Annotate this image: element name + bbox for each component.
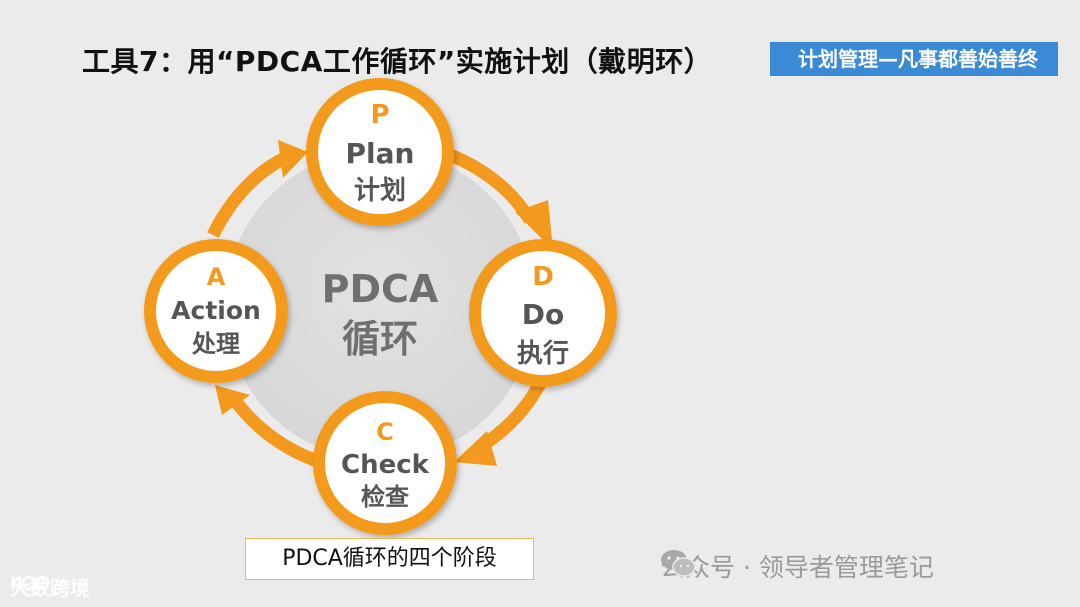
arrowhead-plan: [278, 140, 308, 178]
center-title: PDCA: [322, 267, 439, 311]
node-do-label: Do: [522, 298, 564, 331]
brand-watermark: 大数跨境: [10, 572, 90, 601]
diagram-caption: PDCA循环的四个阶段: [245, 538, 534, 580]
node-check-label: Check: [341, 450, 430, 480]
section-tag: 计划管理—凡事都善始善终: [770, 42, 1058, 76]
node-action-label: Action: [171, 296, 261, 325]
node-plan: P Plan 计划: [306, 78, 454, 226]
arrowhead-do: [515, 200, 553, 250]
node-action-letter: A: [207, 263, 226, 291]
node-plan-zh: 计划: [354, 176, 406, 206]
arrowhead-action: [215, 385, 250, 415]
node-plan-letter: P: [370, 100, 389, 130]
node-check-letter: C: [376, 418, 394, 446]
node-do-letter: D: [532, 262, 554, 292]
wechat-watermark-text: 公众号 · 领导者管理笔记: [660, 553, 934, 582]
wechat-icon: [661, 550, 696, 577]
arrow-check-to-action: [229, 396, 323, 469]
section-tag-label: 计划管理—凡事都善始善终: [798, 47, 1038, 71]
page-title: 工具7：用“PDCA工作循环”实施计划（戴明环）: [82, 45, 713, 78]
brand-logo-icon: [11, 575, 50, 591]
node-check: C Check 检查: [313, 391, 457, 535]
node-action: A Action 处理: [144, 239, 288, 383]
node-check-zh: 检查: [361, 483, 409, 511]
center-circle: [225, 150, 535, 460]
center-subtitle: 循环: [342, 317, 418, 361]
arrowhead-check: [454, 431, 497, 466]
node-plan-label: Plan: [346, 137, 415, 170]
node-do: D Do 执行: [469, 239, 617, 387]
arrow-action-to-plan: [207, 152, 288, 238]
node-action-zh: 处理: [191, 330, 240, 358]
wechat-watermark: 公众号 · 领导者管理笔记: [660, 548, 934, 584]
node-do-zh: 执行: [517, 338, 569, 369]
